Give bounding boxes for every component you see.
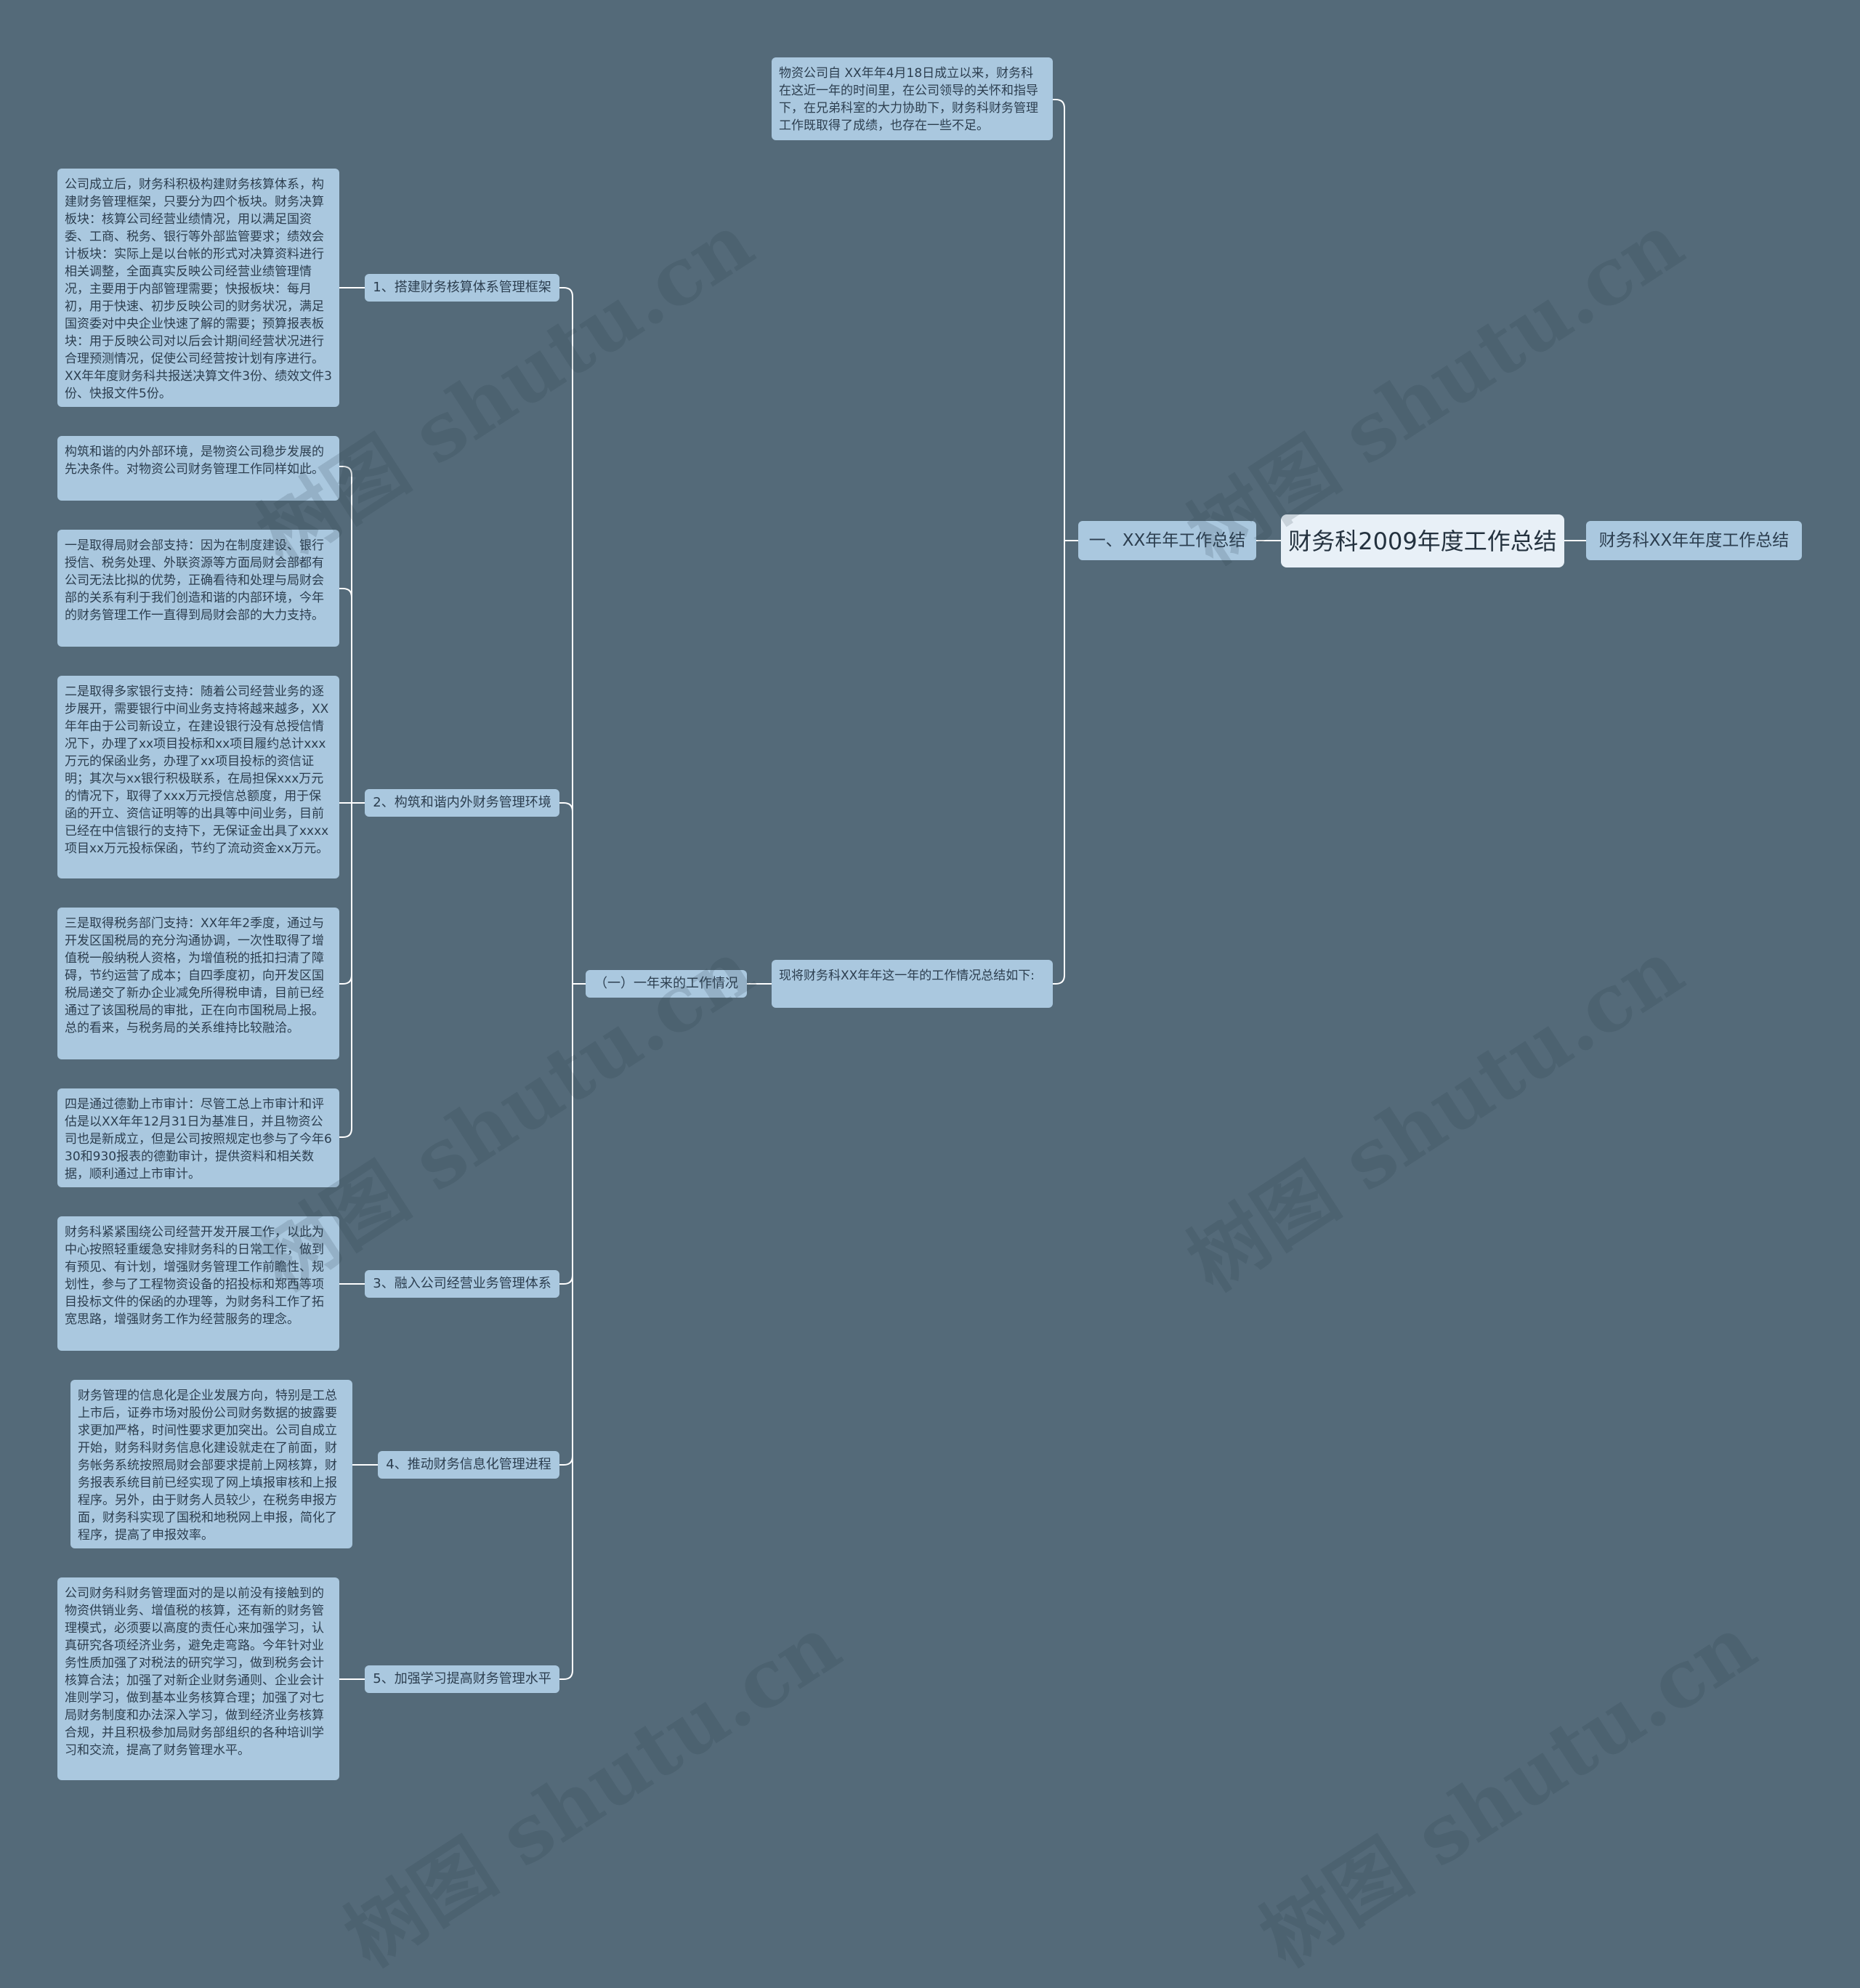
item-5-topic[interactable]: 5、加强学习提高财务管理水平 — [365, 1665, 559, 1693]
item-2-detail-2[interactable]: 一是取得局财会部支持：因为在制度建设、银行授信、税务处理、外联资源等方面局财会部… — [57, 530, 339, 647]
subsection-topic[interactable]: （一）一年来的工作情况 — [586, 970, 747, 998]
intro-note[interactable]: 物资公司自 XX年年4月18日成立以来，财务科在这近一年的时间里，在公司领导的关… — [772, 57, 1053, 140]
connector-subsection-item5 — [559, 983, 586, 1680]
item-2-detail-4[interactable]: 三是取得税务部门支持：XX年年2季度，通过与开发区国税局的充分沟通协调，一次性取… — [57, 908, 339, 1059]
item-1-detail[interactable]: 公司成立后，财务科积极构建财务核算体系，构建财务管理框架，只要分为四个板块。财务… — [57, 169, 339, 407]
item-2-detail-3[interactable]: 二是取得多家银行支持：随着公司经营业务的逐步展开，需要银行中间业务支持将越来越多… — [57, 676, 339, 878]
item-3-detail[interactable]: 财务科紧紧围绕公司经营开发开展工作，以此为中心按照轻重缓急安排财务科的日常工作，… — [57, 1216, 339, 1351]
connector-lines — [339, 99, 1586, 1680]
item-2-detail-1[interactable]: 构筑和谐的内外部环境，是物资公司稳步发展的先决条件。对物资公司财务管理工作同样如… — [57, 436, 339, 501]
item-2-topic[interactable]: 2、构筑和谐内外财务管理环境 — [365, 789, 559, 817]
connector-subsection-item2 — [559, 802, 586, 985]
connector-item2-detail5 — [339, 802, 365, 1138]
item-2-detail-5[interactable]: 四是通过德勤上市审计：尽管工总上市审计和评估是以XX年年12月31日为基准日，并… — [57, 1088, 339, 1187]
connector-item2-detail1 — [339, 466, 365, 804]
item-1-topic[interactable]: 1、搭建财务核算体系管理框架 — [365, 274, 559, 302]
item-4-topic[interactable]: 4、推动财务信息化管理进程 — [378, 1451, 559, 1479]
item-4-detail[interactable]: 财务管理的信息化是企业发展方向，特别是工总上市后，证券市场对股份公司财务数据的披… — [70, 1380, 352, 1548]
section-one-topic[interactable]: 一、XX年年工作总结 — [1078, 521, 1256, 560]
item-5-detail[interactable]: 公司财务科财务管理面对的是以前没有接触到的物资供销业务、增值税的核算，还有新的财… — [57, 1577, 339, 1780]
right-branch-topic[interactable]: 财务科XX年年度工作总结 — [1586, 521, 1802, 560]
item-3-topic[interactable]: 3、融入公司经营业务管理体系 — [365, 1270, 559, 1298]
connector-section-summary — [1053, 540, 1078, 985]
connector-subsection-item1 — [559, 287, 586, 985]
root-topic[interactable]: 财务科2009年度工作总结 — [1281, 514, 1564, 567]
summary-note[interactable]: 现将财务科XX年年这一年的工作情况总结如下: — [772, 960, 1053, 1008]
connector-item2-detail2 — [339, 588, 365, 804]
connector-section-intro — [1053, 99, 1078, 541]
